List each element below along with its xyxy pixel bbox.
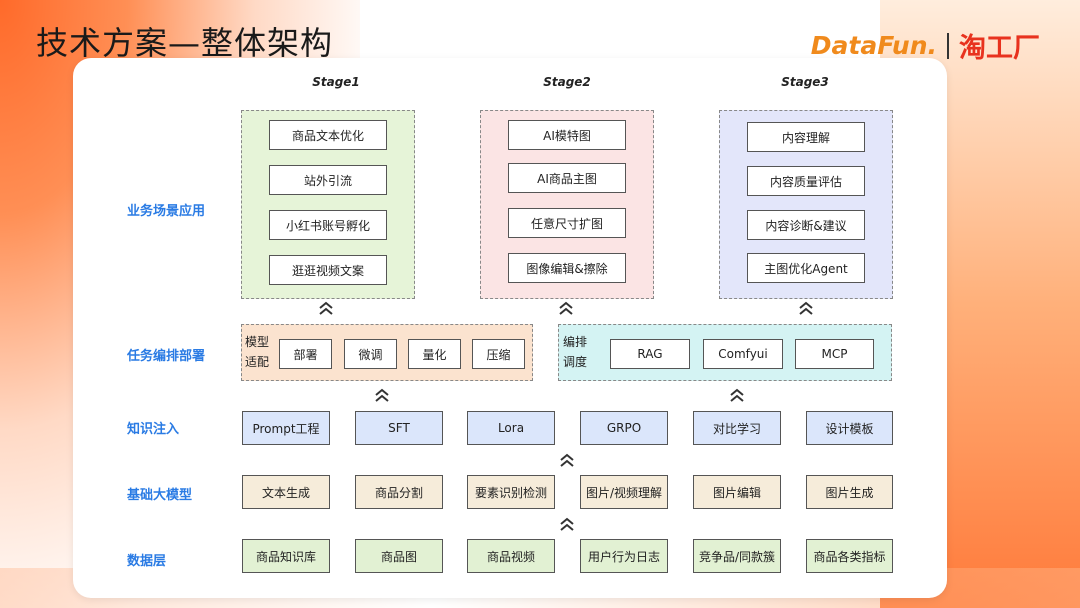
deploy-box: 压缩 (472, 339, 525, 369)
knowledge-box: 对比学习 (693, 411, 781, 445)
logo: DataFun. 淘工厂 (811, 26, 1040, 65)
business-box: AI商品主图 (508, 163, 626, 193)
base-model-box: 商品分割 (355, 475, 443, 509)
data-box: 商品视频 (467, 539, 555, 573)
orchestration-box: Comfyui (703, 339, 783, 369)
base-model-box: 图片/视频理解 (580, 475, 668, 509)
business-box: 图像编辑&擦除 (508, 253, 626, 283)
knowledge-box: GRPO (580, 411, 668, 445)
business-box: 逛逛视频文案 (269, 255, 387, 285)
base-model-box: 图片编辑 (693, 475, 781, 509)
layer-label-business: 业务场景应用 (127, 204, 206, 219)
double-chevron-up-icon (799, 301, 813, 315)
business-box: AI模特图 (508, 120, 626, 150)
data-box: 商品图 (355, 539, 443, 573)
knowledge-box: Lora (467, 411, 555, 445)
deploy-box: 微调 (344, 339, 397, 369)
business-box: 主图优化Agent (747, 253, 865, 283)
orchestration-box: MCP (795, 339, 874, 369)
model-adaptation-label: 模型适配 (245, 335, 270, 369)
page-title: 技术方案—整体架构 (36, 24, 334, 62)
data-box: 商品各类指标 (806, 539, 893, 573)
double-chevron-up-icon (560, 517, 574, 531)
business-box: 站外引流 (269, 165, 387, 195)
datafun-logo: DataFun. (810, 31, 937, 60)
base-model-box: 要素识别检测 (467, 475, 555, 509)
business-box: 小红书账号孵化 (269, 210, 387, 240)
stage1-header: Stage1 (312, 75, 360, 89)
double-chevron-up-icon (559, 301, 573, 315)
knowledge-box: SFT (355, 411, 443, 445)
knowledge-box: 设计模板 (806, 411, 893, 445)
data-box: 商品知识库 (242, 539, 330, 573)
orchestration-box: RAG (610, 339, 690, 369)
layer-label-base-model: 基础大模型 (127, 488, 193, 503)
data-box: 竞争品/同款簇 (693, 539, 781, 573)
double-chevron-up-icon (319, 301, 333, 315)
logo-divider (947, 32, 949, 59)
base-model-box: 图片生成 (806, 475, 893, 509)
layer-label-deploy: 任务编排部署 (127, 349, 206, 364)
taogongchang-logo: 淘工厂 (959, 33, 1040, 64)
knowledge-box: Prompt工程 (242, 411, 330, 445)
deploy-box: 部署 (279, 339, 332, 369)
layer-label-data: 数据层 (127, 554, 167, 569)
orchestration-label: 编排调度 (563, 335, 588, 369)
deploy-box: 量化 (408, 339, 461, 369)
base-model-box: 文本生成 (242, 475, 330, 509)
business-box: 商品文本优化 (269, 120, 387, 150)
stage2-header: Stage2 (543, 75, 591, 89)
data-box: 用户行为日志 (580, 539, 668, 573)
double-chevron-up-icon (560, 453, 574, 467)
business-box: 内容质量评估 (747, 166, 865, 196)
double-chevron-up-icon (375, 388, 389, 402)
stage3-header: Stage3 (781, 75, 829, 89)
layer-label-knowledge: 知识注入 (127, 422, 180, 437)
business-box: 内容理解 (747, 122, 865, 152)
business-box: 任意尺寸扩图 (508, 208, 626, 238)
double-chevron-up-icon (730, 388, 744, 402)
business-box: 内容诊断&建议 (747, 210, 865, 240)
